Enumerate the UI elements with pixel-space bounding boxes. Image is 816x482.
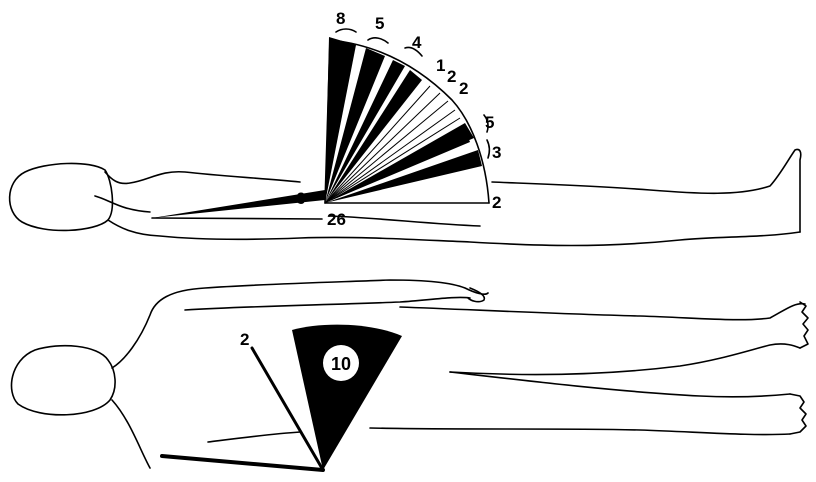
label-10: 10 <box>331 354 351 374</box>
label-6: 6 <box>296 189 305 208</box>
label-5-top: 5 <box>375 14 384 33</box>
label-2a: 2 <box>447 67 456 86</box>
label-1: 1 <box>436 56 445 75</box>
label-2-bottom: 2 <box>240 330 249 349</box>
label-8: 8 <box>336 9 345 28</box>
bottom-body-outline <box>11 280 808 468</box>
label-2b: 2 <box>459 79 468 98</box>
label-3: 3 <box>492 143 501 162</box>
label-2-base: 2 <box>492 193 501 212</box>
bottom-base-line <box>162 456 323 470</box>
label-5-right: 5 <box>485 113 494 132</box>
label-26: 26 <box>327 210 346 229</box>
bottom-fan <box>162 325 402 470</box>
label-4: 4 <box>412 33 422 52</box>
fan-long-line <box>152 218 322 219</box>
